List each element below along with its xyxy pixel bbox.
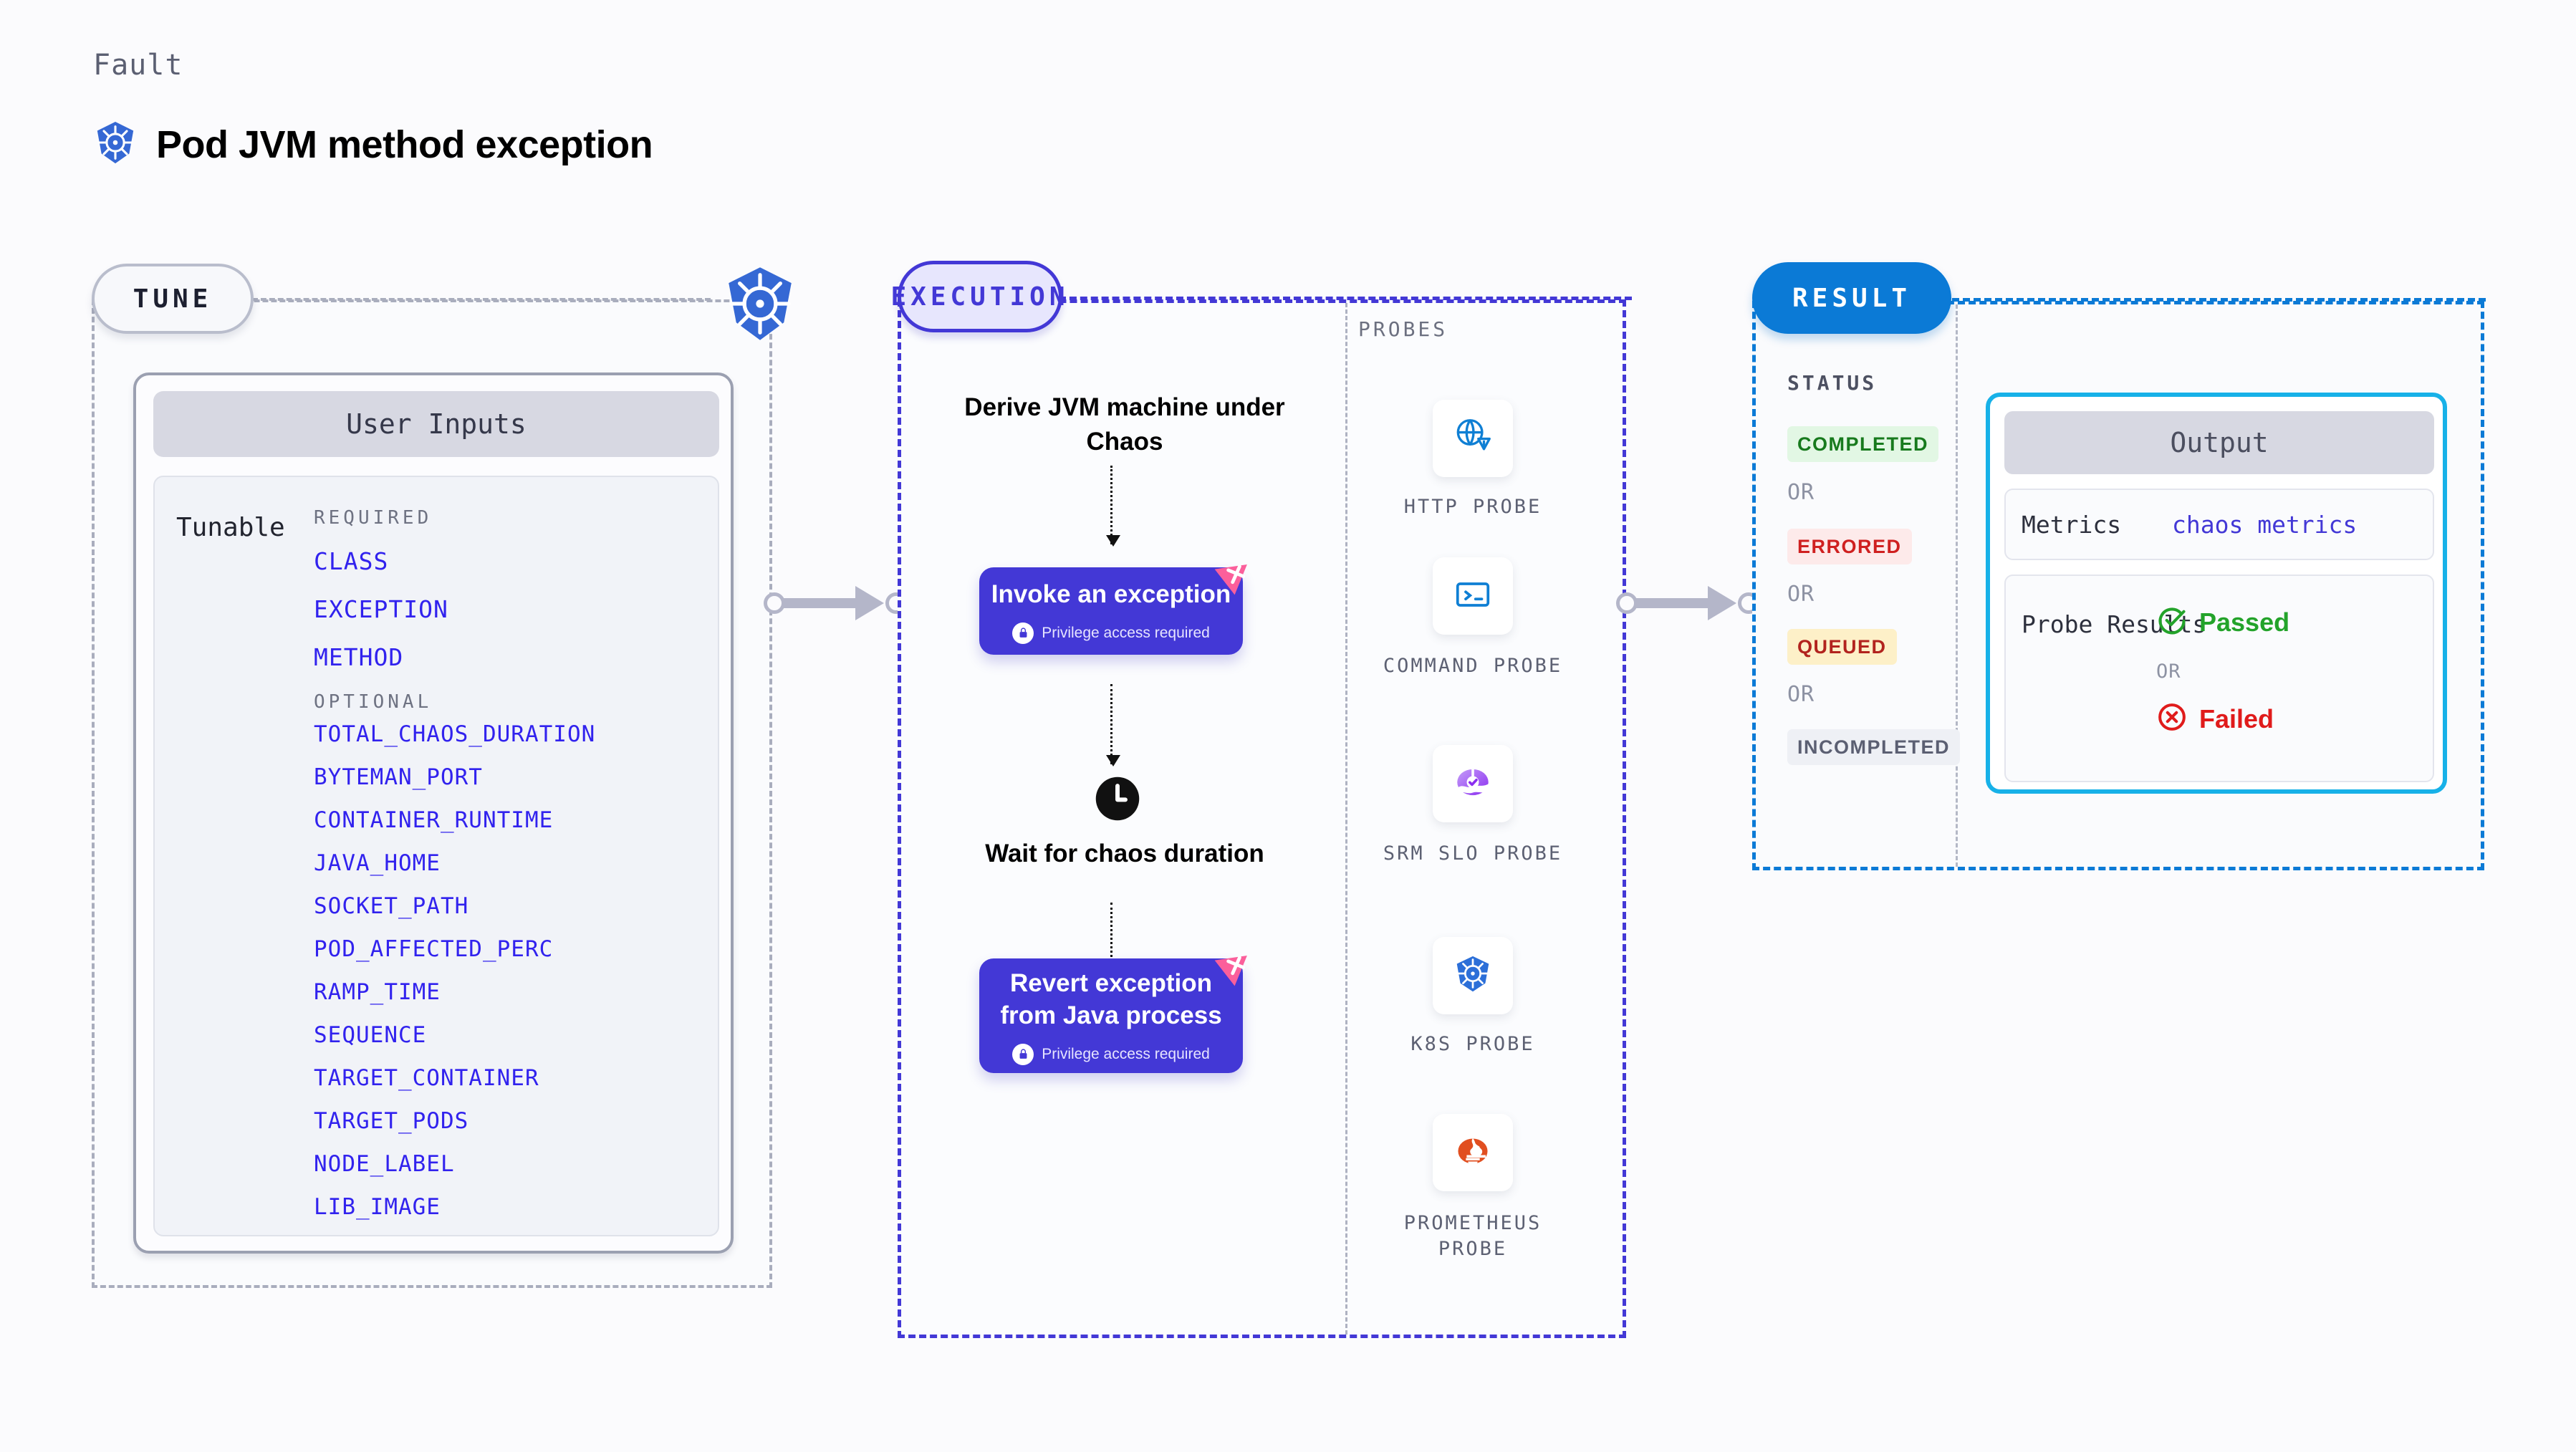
probe-tile-prometheus[interactable] <box>1433 1114 1513 1191</box>
probe-label-http: HTTP PROBE <box>1403 496 1542 518</box>
terminal-icon <box>1451 573 1494 620</box>
param-target-container[interactable]: TARGET_CONTAINER <box>314 1065 539 1091</box>
probe-result-failed-label: Failed <box>2199 703 2274 734</box>
privilege-note-revert: Privilege access required <box>1012 1043 1210 1065</box>
required-group-heading: REQUIRED <box>314 507 433 529</box>
execution-card-revert-title: Revert exception from Java process <box>1000 968 1222 1030</box>
status-badge-incompleted: INCOMPLETED <box>1787 729 1961 765</box>
output-probe-results-row: Probe Results Passed OR Failed <box>2004 574 2434 782</box>
execution-pill-connector-line <box>1059 297 1632 300</box>
param-byteman-port[interactable]: BYTEMAN_PORT <box>314 764 483 790</box>
probe-tile-http[interactable] <box>1433 400 1513 477</box>
output-card: Output Metrics chaos metrics Probe Resul… <box>1986 393 2447 794</box>
result-pill-connector-line <box>1920 298 2486 302</box>
execution-pill-label: EXECUTION <box>890 282 1070 312</box>
probes-section-label: PROBES <box>1358 317 1448 341</box>
connector-tune-to-execution <box>764 570 907 635</box>
param-node-label[interactable]: NODE_LABEL <box>314 1151 455 1177</box>
param-method[interactable]: METHOD <box>314 643 404 671</box>
privilege-note-invoke-text: Privilege access required <box>1042 624 1210 641</box>
check-circle-icon <box>2156 605 2188 640</box>
tunable-label: Tunable <box>176 513 285 542</box>
param-total-chaos-duration[interactable]: TOTAL_CHAOS_DURATION <box>314 721 596 747</box>
execution-step-wait: Wait for chaos duration <box>985 840 1264 867</box>
tune-pill-label: TUNE <box>133 284 213 314</box>
status-or-1: OR <box>1787 480 1815 505</box>
status-section-label: STATUS <box>1787 371 1878 395</box>
probe-label-command: COMMAND PROBE <box>1383 655 1563 677</box>
probe-label-prometheus: PROMETHEUS PROBE <box>1403 1212 1542 1261</box>
execution-card-invoke[interactable]: Invoke an exception Privilege access req… <box>979 564 1247 655</box>
probe-label-srm-slo: SRM SLO PROBE <box>1383 842 1563 865</box>
probe-result-passed: Passed <box>2156 605 2289 640</box>
probe-tile-srm-slo[interactable] <box>1433 745 1513 822</box>
metrics-key-label: Metrics <box>2022 510 2122 539</box>
x-circle-icon <box>2156 701 2188 736</box>
globe-warning-icon <box>1451 415 1495 463</box>
connector-execution-to-result <box>1616 570 1759 635</box>
param-lib-image[interactable]: LIB_IMAGE <box>314 1194 441 1220</box>
execution-step-derive: Derive JVM machine under Chaos <box>964 393 1285 456</box>
status-badge-completed: COMPLETED <box>1787 426 1939 462</box>
param-class[interactable]: CLASS <box>314 547 389 575</box>
status-or-2: OR <box>1787 582 1815 607</box>
param-socket-path[interactable]: SOCKET_PATH <box>314 893 469 919</box>
status-badge-queued: QUEUED <box>1787 629 1897 665</box>
arrow-derive-to-invoke <box>1106 466 1120 547</box>
execution-stage-pill[interactable]: EXECUTION <box>890 261 1065 332</box>
result-status-divider <box>1956 304 1958 867</box>
probe-result-failed: Failed <box>2156 701 2274 736</box>
probe-label-k8s: K8S PROBE <box>1410 1033 1535 1055</box>
status-badge-errored: ERRORED <box>1787 529 1912 564</box>
tunable-panel: Tunable REQUIRED CLASS EXCEPTION METHOD … <box>153 476 719 1236</box>
lock-icon <box>1012 622 1034 644</box>
output-card-header: Output <box>2004 411 2434 474</box>
metrics-value[interactable]: chaos metrics <box>2172 510 2358 539</box>
kubernetes-icon <box>93 120 138 168</box>
param-pod-affected-perc[interactable]: POD_AFFECTED_PERC <box>314 936 554 962</box>
output-title: Output <box>2170 427 2269 458</box>
result-pill-label: RESULT <box>1792 283 1912 313</box>
arrow-invoke-to-wait <box>1106 684 1120 766</box>
user-inputs-card: User Inputs Tunable REQUIRED CLASS EXCEP… <box>133 372 734 1254</box>
srm-slo-icon <box>1452 761 1494 807</box>
tune-stage-pill[interactable]: TUNE <box>92 264 254 334</box>
output-metrics-row: Metrics chaos metrics <box>2004 489 2434 560</box>
probe-tile-k8s[interactable] <box>1433 937 1513 1014</box>
param-target-pods[interactable]: TARGET_PODS <box>314 1108 469 1134</box>
page-title: Pod JVM method exception <box>93 120 653 168</box>
optional-group-heading: OPTIONAL <box>314 691 433 713</box>
param-container-runtime[interactable]: CONTAINER_RUNTIME <box>314 807 554 833</box>
prometheus-icon <box>1452 1130 1494 1175</box>
tune-pill-connector-line <box>252 298 711 301</box>
litmus-chaos-icon <box>1210 941 1259 990</box>
privilege-note-revert-text: Privilege access required <box>1042 1045 1210 1062</box>
param-java-home[interactable]: JAVA_HOME <box>314 850 441 876</box>
clock-icon <box>1094 775 1141 822</box>
user-inputs-title: User Inputs <box>346 408 527 440</box>
param-ramp-time[interactable]: RAMP_TIME <box>314 979 441 1005</box>
kubernetes-icon <box>1451 952 1495 1000</box>
probe-tile-command[interactable] <box>1433 557 1513 635</box>
param-sequence[interactable]: SEQUENCE <box>314 1022 427 1048</box>
privilege-note-invoke: Privilege access required <box>1012 622 1210 644</box>
status-or-3: OR <box>1787 682 1815 707</box>
tune-kubernetes-icon <box>720 264 800 344</box>
probe-result-or: OR <box>2156 660 2181 683</box>
litmus-chaos-icon <box>1210 550 1259 599</box>
execution-card-invoke-title: Invoke an exception <box>991 580 1231 609</box>
execution-card-revert[interactable]: Revert exception from Java process Privi… <box>979 956 1247 1073</box>
probes-divider <box>1345 303 1347 1335</box>
result-stage-pill[interactable]: RESULT <box>1752 262 1951 334</box>
lock-icon <box>1012 1043 1034 1065</box>
param-exception[interactable]: EXCEPTION <box>314 595 448 623</box>
page-title-text: Pod JVM method exception <box>156 122 653 166</box>
fault-eyebrow-label: Fault <box>93 49 183 82</box>
probe-result-passed-label: Passed <box>2199 607 2290 637</box>
tunable-parameters-list: REQUIRED CLASS EXCEPTION METHOD OPTIONAL… <box>314 507 715 1237</box>
user-inputs-card-header: User Inputs <box>153 391 719 457</box>
